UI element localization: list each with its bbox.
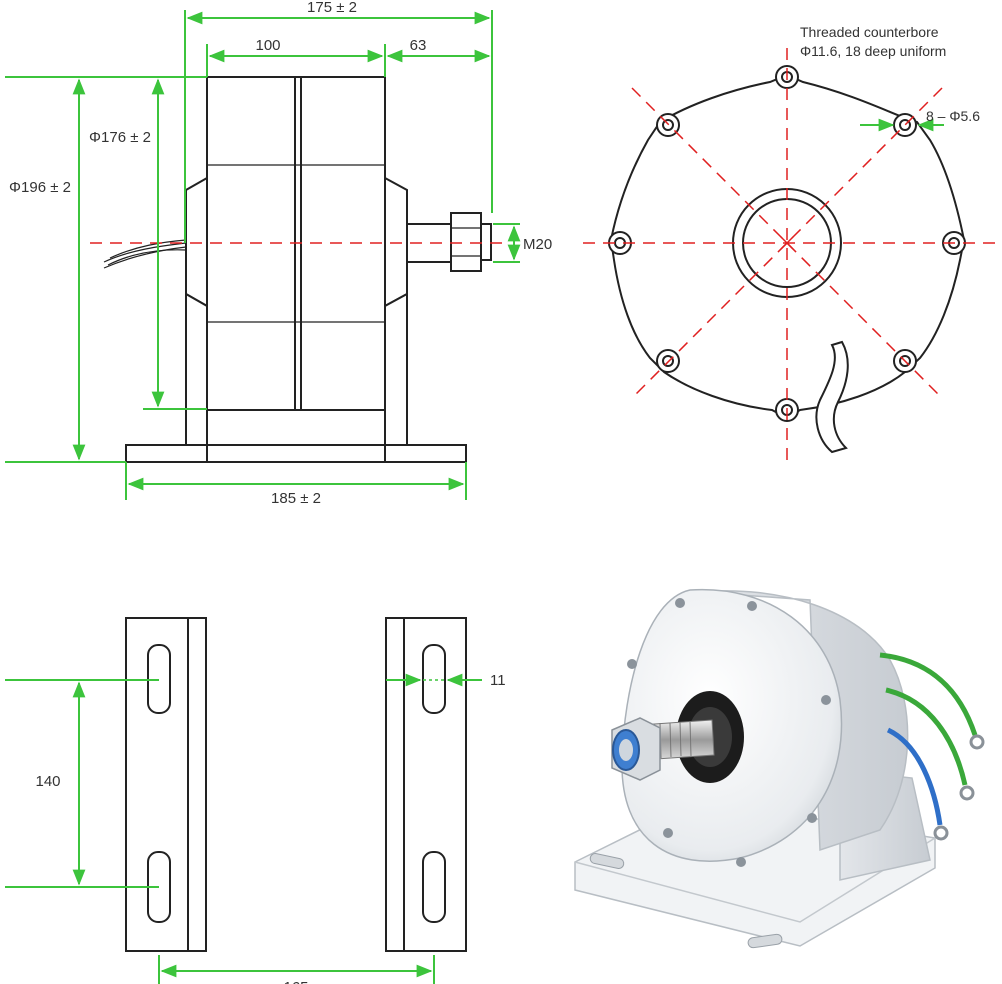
front-cable — [815, 340, 849, 454]
dim-base-width: 185 ± 2 — [125, 462, 467, 507]
label-inner-diameter: Φ176 ± 2 — [89, 129, 151, 146]
dim-overall-length: 175 ± 2 — [184, 0, 493, 243]
dim-shaft-length: 63 — [386, 37, 491, 63]
dim-slot-spacing: 140 — [5, 679, 159, 888]
render-wires — [879, 652, 985, 841]
label-shaft-length: 63 — [410, 37, 427, 54]
render-housing-side — [699, 590, 909, 852]
dim-hole-callout: 8 – Φ5.6 — [860, 108, 980, 132]
bracket-slot — [422, 644, 446, 714]
dim-shaft-thread: M20 — [493, 223, 552, 263]
side-view: 175 ± 2 100 63 Φ196 ± 2 Φ176 ± 2 M20 — [5, 0, 552, 507]
bracket-slot — [422, 851, 446, 923]
shaft-nut — [450, 212, 482, 272]
dim-inner-diameter: Φ176 ± 2 — [89, 78, 207, 410]
dim-slot-width: 11 — [386, 672, 506, 689]
front-view: Threaded counterbore Φ11.6, 18 deep unif… — [583, 24, 1000, 468]
counterbore-note-line1: Threaded counterbore — [800, 24, 939, 40]
label-bracket-spacing: 165 — [283, 979, 308, 984]
label-body-length: 100 — [255, 37, 280, 54]
dim-outer-diameter: Φ196 ± 2 — [5, 76, 207, 463]
front-hub — [384, 176, 408, 308]
bracket-view: 140 11 165 — [5, 617, 506, 984]
dim-body-length: 100 — [206, 37, 386, 77]
bracket-right — [384, 293, 467, 463]
label-overall-length: 175 ± 2 — [307, 0, 357, 16]
counterbore-note-line2: Φ11.6, 18 deep uniform — [800, 43, 946, 59]
bracket-left — [125, 293, 208, 463]
label-slot-width: 11 — [490, 672, 506, 689]
product-render — [574, 588, 985, 949]
label-outer-diameter: Φ196 ± 2 — [9, 179, 71, 196]
front-centerlines — [583, 48, 1000, 468]
label-base-width: 185 ± 2 — [271, 490, 321, 507]
label-slot-spacing: 140 — [35, 773, 60, 790]
lead-wires — [103, 239, 187, 269]
label-hole-callout: 8 – Φ5.6 — [926, 108, 980, 124]
dim-bracket-spacing: 165 — [158, 955, 435, 984]
rear-hub — [185, 176, 208, 308]
label-shaft-thread: M20 — [523, 236, 552, 253]
